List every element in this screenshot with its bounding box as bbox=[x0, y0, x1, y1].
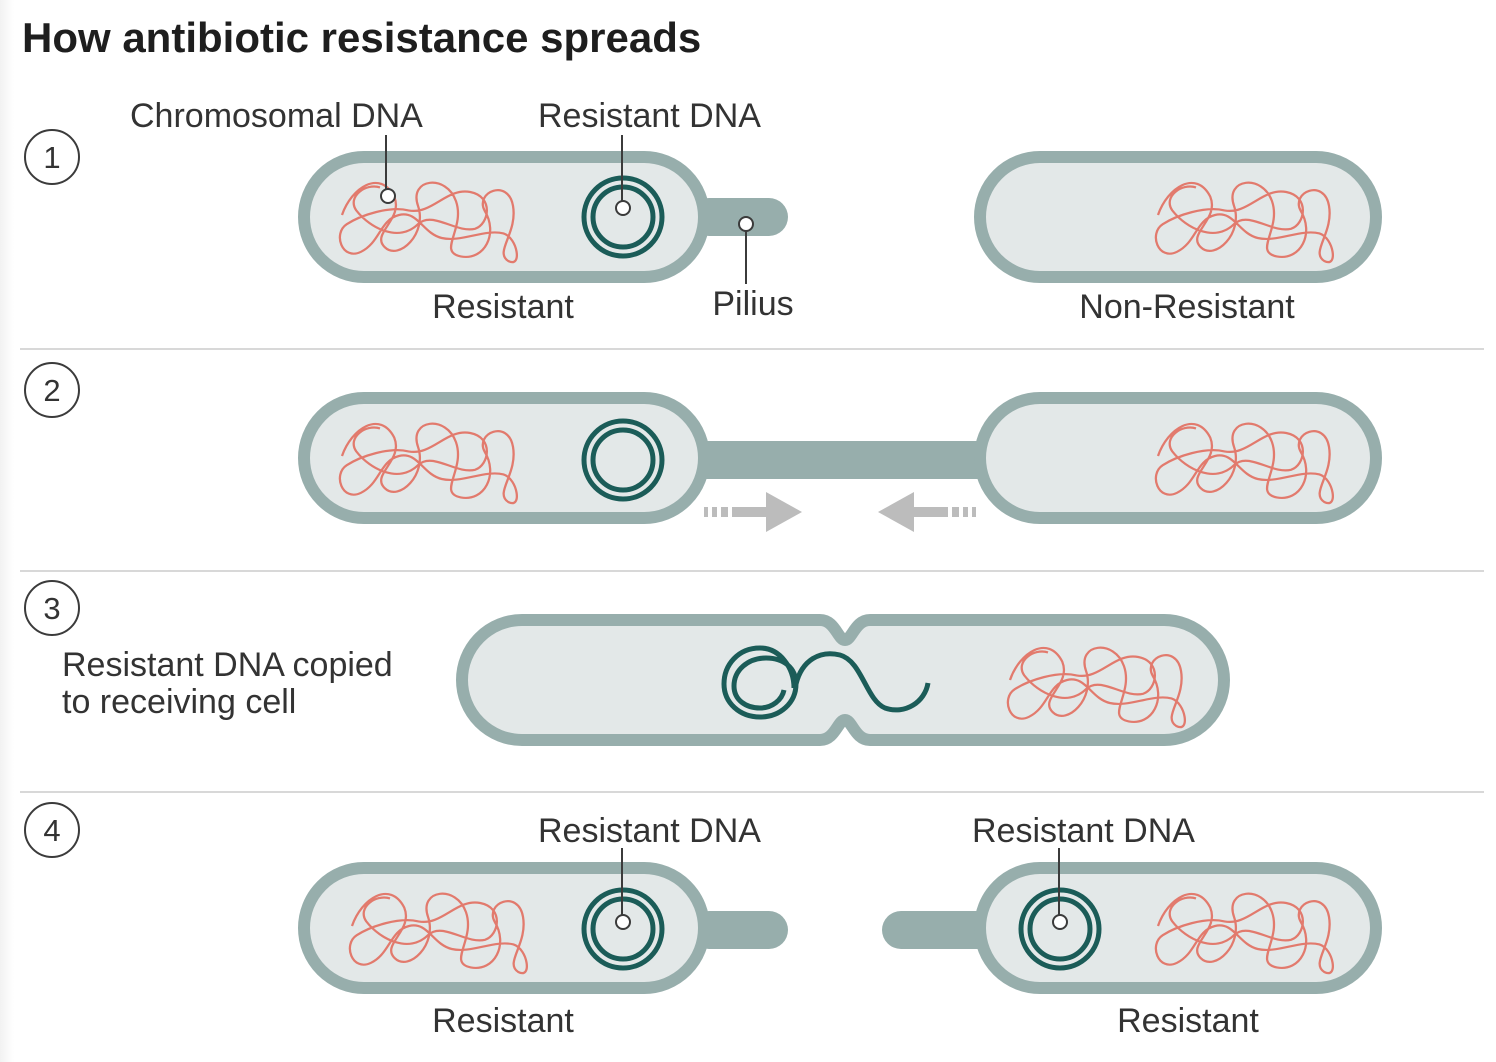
resistant-dna-label: Resistant DNA bbox=[972, 812, 1195, 850]
resistant-dna-label: Resistant DNA bbox=[538, 97, 761, 135]
step-number: 2 bbox=[43, 373, 60, 408]
resistant-cell bbox=[298, 862, 710, 994]
plasmid-ring bbox=[581, 418, 665, 502]
step-1-panel: Chromosomal DNA Resistant DNA Resistant … bbox=[130, 97, 1382, 326]
merging-cells bbox=[456, 614, 1230, 746]
resistant-cell-label: Resistant bbox=[1117, 1002, 1259, 1040]
resistant-dna-label: Resistant DNA bbox=[538, 812, 761, 850]
plasmid-unwinding bbox=[721, 645, 799, 720]
step-4-marker: 4 bbox=[24, 802, 80, 858]
pointer-dot bbox=[615, 914, 631, 930]
resistant-cell-label: Resistant bbox=[432, 1002, 574, 1040]
plasmid-strand-copy bbox=[793, 651, 931, 713]
pointer-dot bbox=[615, 200, 631, 216]
pointer-dot bbox=[380, 188, 396, 204]
pilus-stub bbox=[882, 911, 1000, 949]
pointer-dot bbox=[1052, 914, 1068, 930]
pilus-stub bbox=[690, 911, 788, 949]
resistant-cell bbox=[298, 392, 710, 524]
resistant-cell bbox=[298, 151, 710, 283]
pull-arrow-left bbox=[878, 492, 976, 532]
step-number: 1 bbox=[43, 140, 60, 175]
diagram-title: How antibiotic resistance spreads bbox=[22, 14, 701, 61]
step-3-panel: Resistant DNA copied to receiving cell bbox=[62, 614, 1230, 746]
pull-arrow-right bbox=[704, 492, 802, 532]
step-2-marker: 2 bbox=[24, 362, 80, 418]
step-2-panel bbox=[298, 392, 1382, 532]
pilus bbox=[690, 198, 788, 236]
pointer-dot bbox=[738, 216, 754, 232]
step-number: 4 bbox=[43, 813, 60, 848]
step-1-marker: 1 bbox=[24, 129, 80, 185]
pilius-label: Pilius bbox=[712, 285, 793, 323]
chromosomal-dna-label: Chromosomal DNA bbox=[130, 97, 423, 135]
step-3-caption-line-2: to receiving cell bbox=[62, 683, 296, 721]
non-resistant-cell-label: Non-Resistant bbox=[1079, 288, 1295, 326]
pilus-bridge bbox=[680, 441, 1000, 479]
step-4-panel: Resistant DNA Resistant DNA Resistant Re… bbox=[298, 812, 1382, 1040]
step-number: 3 bbox=[43, 591, 60, 626]
step-3-caption-line-1: Resistant DNA copied bbox=[62, 646, 393, 684]
step-3-marker: 3 bbox=[24, 580, 80, 636]
resistant-cell-label: Resistant bbox=[432, 288, 574, 326]
